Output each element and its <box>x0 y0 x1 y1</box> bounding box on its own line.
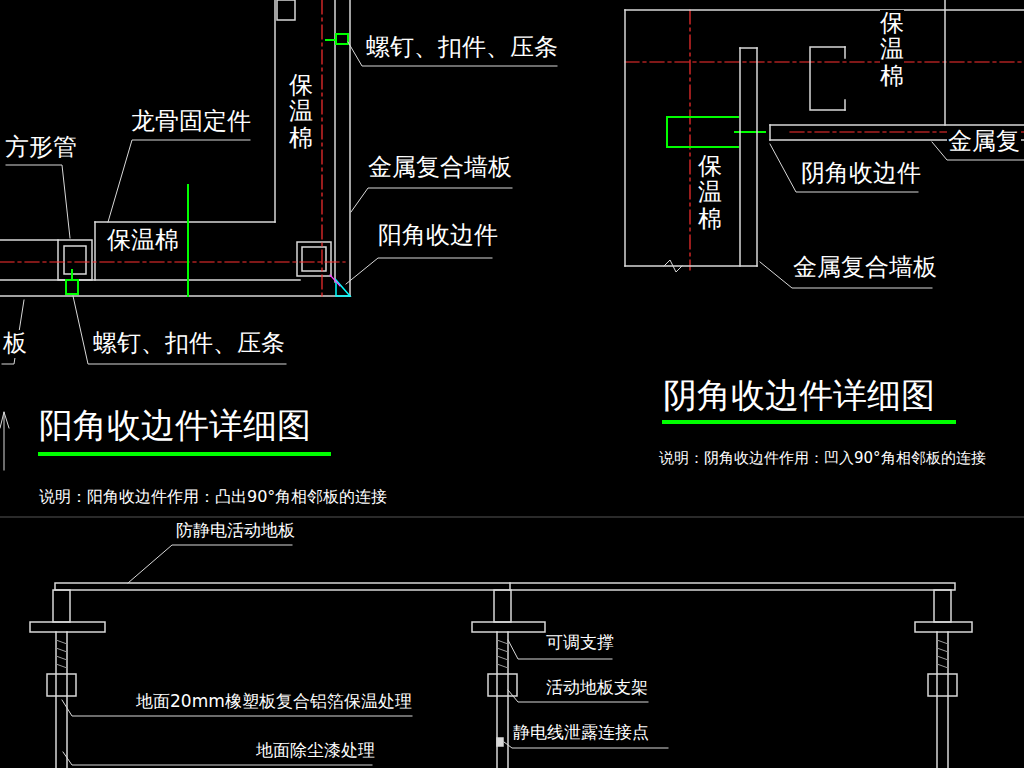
callout-label: 活动地板支架 <box>545 678 649 698</box>
material-label: 保温棉 <box>289 72 313 151</box>
material-label: 保温棉 <box>880 10 904 89</box>
material-label: 保温棉 <box>106 227 180 255</box>
material-label: 保温棉 <box>698 153 722 232</box>
section-mark <box>0 412 9 470</box>
leader-lines <box>2 42 557 364</box>
callout-label: 防静电活动地板 <box>175 521 296 541</box>
raised-floor <box>30 583 972 768</box>
callout-label: 金属复合墙板 <box>367 154 513 182</box>
callout-label: 金属复 <box>947 128 1021 156</box>
fasteners <box>66 34 765 296</box>
callout-label: 龙骨固定件 <box>130 108 252 136</box>
title-underline <box>38 452 331 456</box>
callout-label: 阴角收边件 <box>800 160 922 188</box>
floor-leaders <box>62 545 668 765</box>
callout-label: 阳角收边件 <box>377 222 499 250</box>
callout-label: 螺钉、扣件、压条 <box>365 34 559 62</box>
section-divider <box>0 517 1024 518</box>
callout-label: 板 <box>2 330 28 358</box>
title-underline <box>662 420 956 424</box>
detail-title: 阳角收边件详细图 <box>38 406 312 445</box>
callout-label: 金属复合墙板 <box>792 254 938 282</box>
callout-label: 地面除尘漆处理 <box>255 741 376 761</box>
leader-lines-right <box>760 142 1024 288</box>
callout-label: 静电线泄露连接点 <box>512 723 650 743</box>
inside-corner-detail <box>625 0 1024 272</box>
callout-label: 方形管 <box>4 134 78 162</box>
outside-corner-detail <box>0 0 350 296</box>
trim-screw <box>330 275 340 286</box>
callout-label: 地面20mm橡塑板复合铝箔保温处理 <box>135 692 413 712</box>
center-lines <box>0 0 1024 300</box>
detail-title: 阴角收边件详细图 <box>662 376 936 415</box>
callout-label: 可调支撑 <box>545 633 615 653</box>
note-text: 说明：阴角收边件作用：凹入90°角相邻板的连接 <box>658 450 987 467</box>
thread-marks <box>56 640 948 668</box>
note-text: 说明：阳角收边件作用：凸出90°角相邻板的连接 <box>38 488 388 506</box>
callout-label: 螺钉、扣件、压条 <box>92 330 286 358</box>
